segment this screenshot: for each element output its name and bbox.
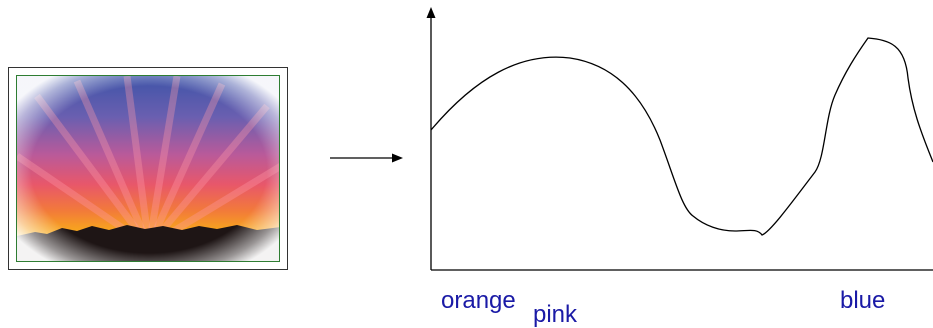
sunset-photo-image: [17, 76, 279, 261]
orange-label: orange: [441, 287, 516, 314]
pink-label: pink: [533, 301, 578, 328]
blue-label: blue: [840, 287, 886, 314]
color-histogram-curve: [430, 37, 933, 236]
sunset-photo: [16, 75, 280, 262]
y-axis: [426, 7, 436, 270]
photo-frame: [8, 67, 288, 270]
transform-arrow: [330, 153, 403, 163]
